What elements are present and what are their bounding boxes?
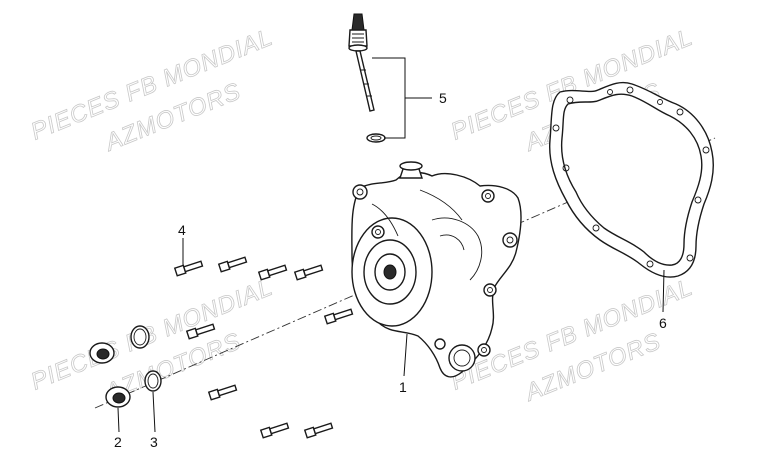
svg-text:3: 3	[150, 434, 158, 450]
o-rings-part	[130, 325, 162, 392]
gasket-part	[548, 81, 714, 278]
engine-cover-part	[351, 161, 522, 378]
callout-2: 2	[114, 407, 122, 450]
watermark-bottom-left: PIECES FB MONDIAL AZMOTORS	[27, 273, 277, 407]
callout-6: 6	[659, 269, 667, 331]
svg-text:2: 2	[114, 434, 122, 450]
svg-text:6: 6	[659, 315, 667, 331]
watermark-top-left: PIECES FB MONDIAL AZMOTORS	[27, 23, 277, 157]
svg-text:4: 4	[178, 222, 186, 238]
bolts-part	[173, 256, 354, 439]
svg-text:5: 5	[439, 90, 447, 106]
callout-5: 5	[372, 57, 447, 139]
dipstick-part	[348, 13, 386, 143]
callout-1: 1	[399, 333, 408, 395]
plugs-part	[89, 342, 131, 408]
callout-4: 4	[178, 222, 186, 266]
callout-3: 3	[150, 391, 158, 450]
svg-text:1: 1	[399, 379, 407, 395]
